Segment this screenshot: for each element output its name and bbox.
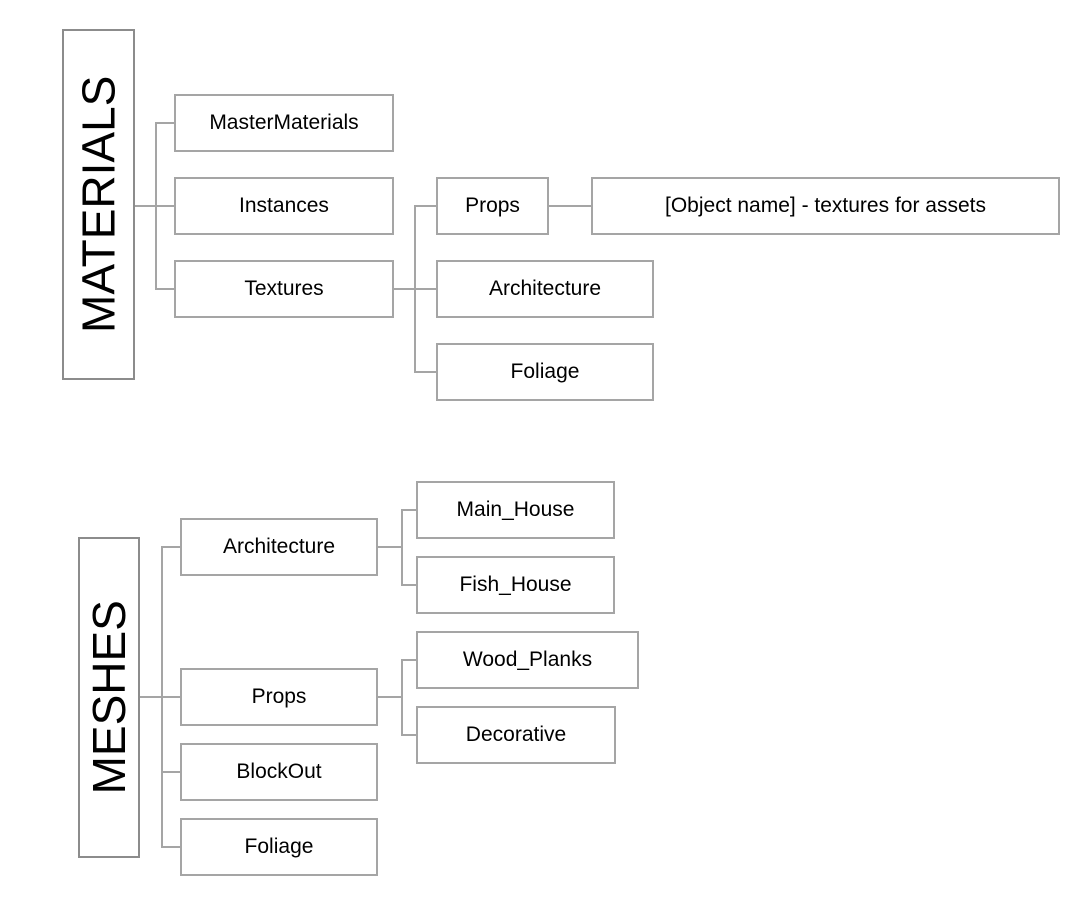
node-meshes-architecture-mainhouse[interactable]: Main_House: [416, 481, 615, 539]
materials-child-stub-mastermaterials: [155, 122, 175, 124]
node-label: Wood_Planks: [462, 648, 593, 672]
meshes-child-stub-foliage: [161, 846, 181, 848]
node-label: Foliage: [244, 835, 314, 859]
node-meshes-blockout[interactable]: BlockOut: [180, 743, 378, 801]
node-meshes-architecture[interactable]: Architecture: [180, 518, 378, 576]
node-label: Main_House: [456, 498, 575, 522]
node-meshes-props-woodplanks[interactable]: Wood_Planks: [416, 631, 639, 689]
node-meshes-architecture-fishhouse[interactable]: Fish_House: [416, 556, 615, 614]
node-textures-foliage[interactable]: Foliage: [436, 343, 654, 401]
node-label: [Object name] - textures for assets: [665, 194, 986, 218]
meshes-props-stub-woodplanks: [401, 659, 418, 661]
meshes-props-trunk-line: [401, 659, 403, 735]
materials-child-stub-instances: [155, 205, 175, 207]
node-label: Instances: [239, 194, 329, 218]
materials-child-stub-textures: [155, 288, 175, 290]
meshes-props-connector: [378, 696, 402, 698]
meshes-architecture-stub-mainhouse: [401, 509, 418, 511]
node-label: Props: [251, 685, 307, 709]
node-meshes-foliage[interactable]: Foliage: [180, 818, 378, 876]
node-materials-textures[interactable]: Textures: [174, 260, 394, 318]
node-label: Architecture: [222, 535, 336, 559]
node-label: Fish_House: [459, 573, 572, 597]
node-meshes-props-decorative[interactable]: Decorative: [416, 706, 616, 764]
meshes-architecture-stub-fishhouse: [401, 584, 418, 586]
props-objectname-connector: [549, 205, 592, 207]
meshes-root-node[interactable]: MESHES: [78, 537, 140, 858]
node-label: MasterMaterials: [209, 111, 359, 135]
meshes-architecture-connector: [378, 546, 402, 548]
meshes-props-stub-decorative: [401, 734, 418, 736]
textures-root-connector: [394, 288, 415, 290]
textures-child-stub-architecture: [414, 288, 437, 290]
meshes-child-stub-blockout: [161, 771, 181, 773]
node-textures-architecture[interactable]: Architecture: [436, 260, 654, 318]
meshes-root-label: MESHES: [82, 600, 135, 795]
node-textures-props-objectname[interactable]: [Object name] - textures for assets: [591, 177, 1060, 235]
node-label: Architecture: [488, 277, 602, 301]
materials-root-connector: [135, 205, 156, 207]
textures-child-stub-foliage: [414, 371, 437, 373]
meshes-architecture-trunk-line: [401, 509, 403, 585]
materials-root-label: MATERIALS: [72, 75, 125, 334]
node-label: Decorative: [465, 723, 567, 747]
node-meshes-props[interactable]: Props: [180, 668, 378, 726]
meshes-child-stub-props: [161, 696, 181, 698]
meshes-child-stub-architecture: [161, 546, 181, 548]
node-materials-mastermaterials[interactable]: MasterMaterials: [174, 94, 394, 152]
node-label: BlockOut: [236, 760, 322, 784]
node-label: Textures: [244, 277, 324, 301]
textures-child-stub-props: [414, 205, 437, 207]
node-label: Props: [465, 194, 520, 218]
node-textures-props[interactable]: Props: [436, 177, 549, 235]
meshes-root-connector: [140, 696, 162, 698]
node-materials-instances[interactable]: Instances: [174, 177, 394, 235]
materials-root-node[interactable]: MATERIALS: [62, 29, 135, 380]
node-label: Foliage: [510, 360, 580, 384]
